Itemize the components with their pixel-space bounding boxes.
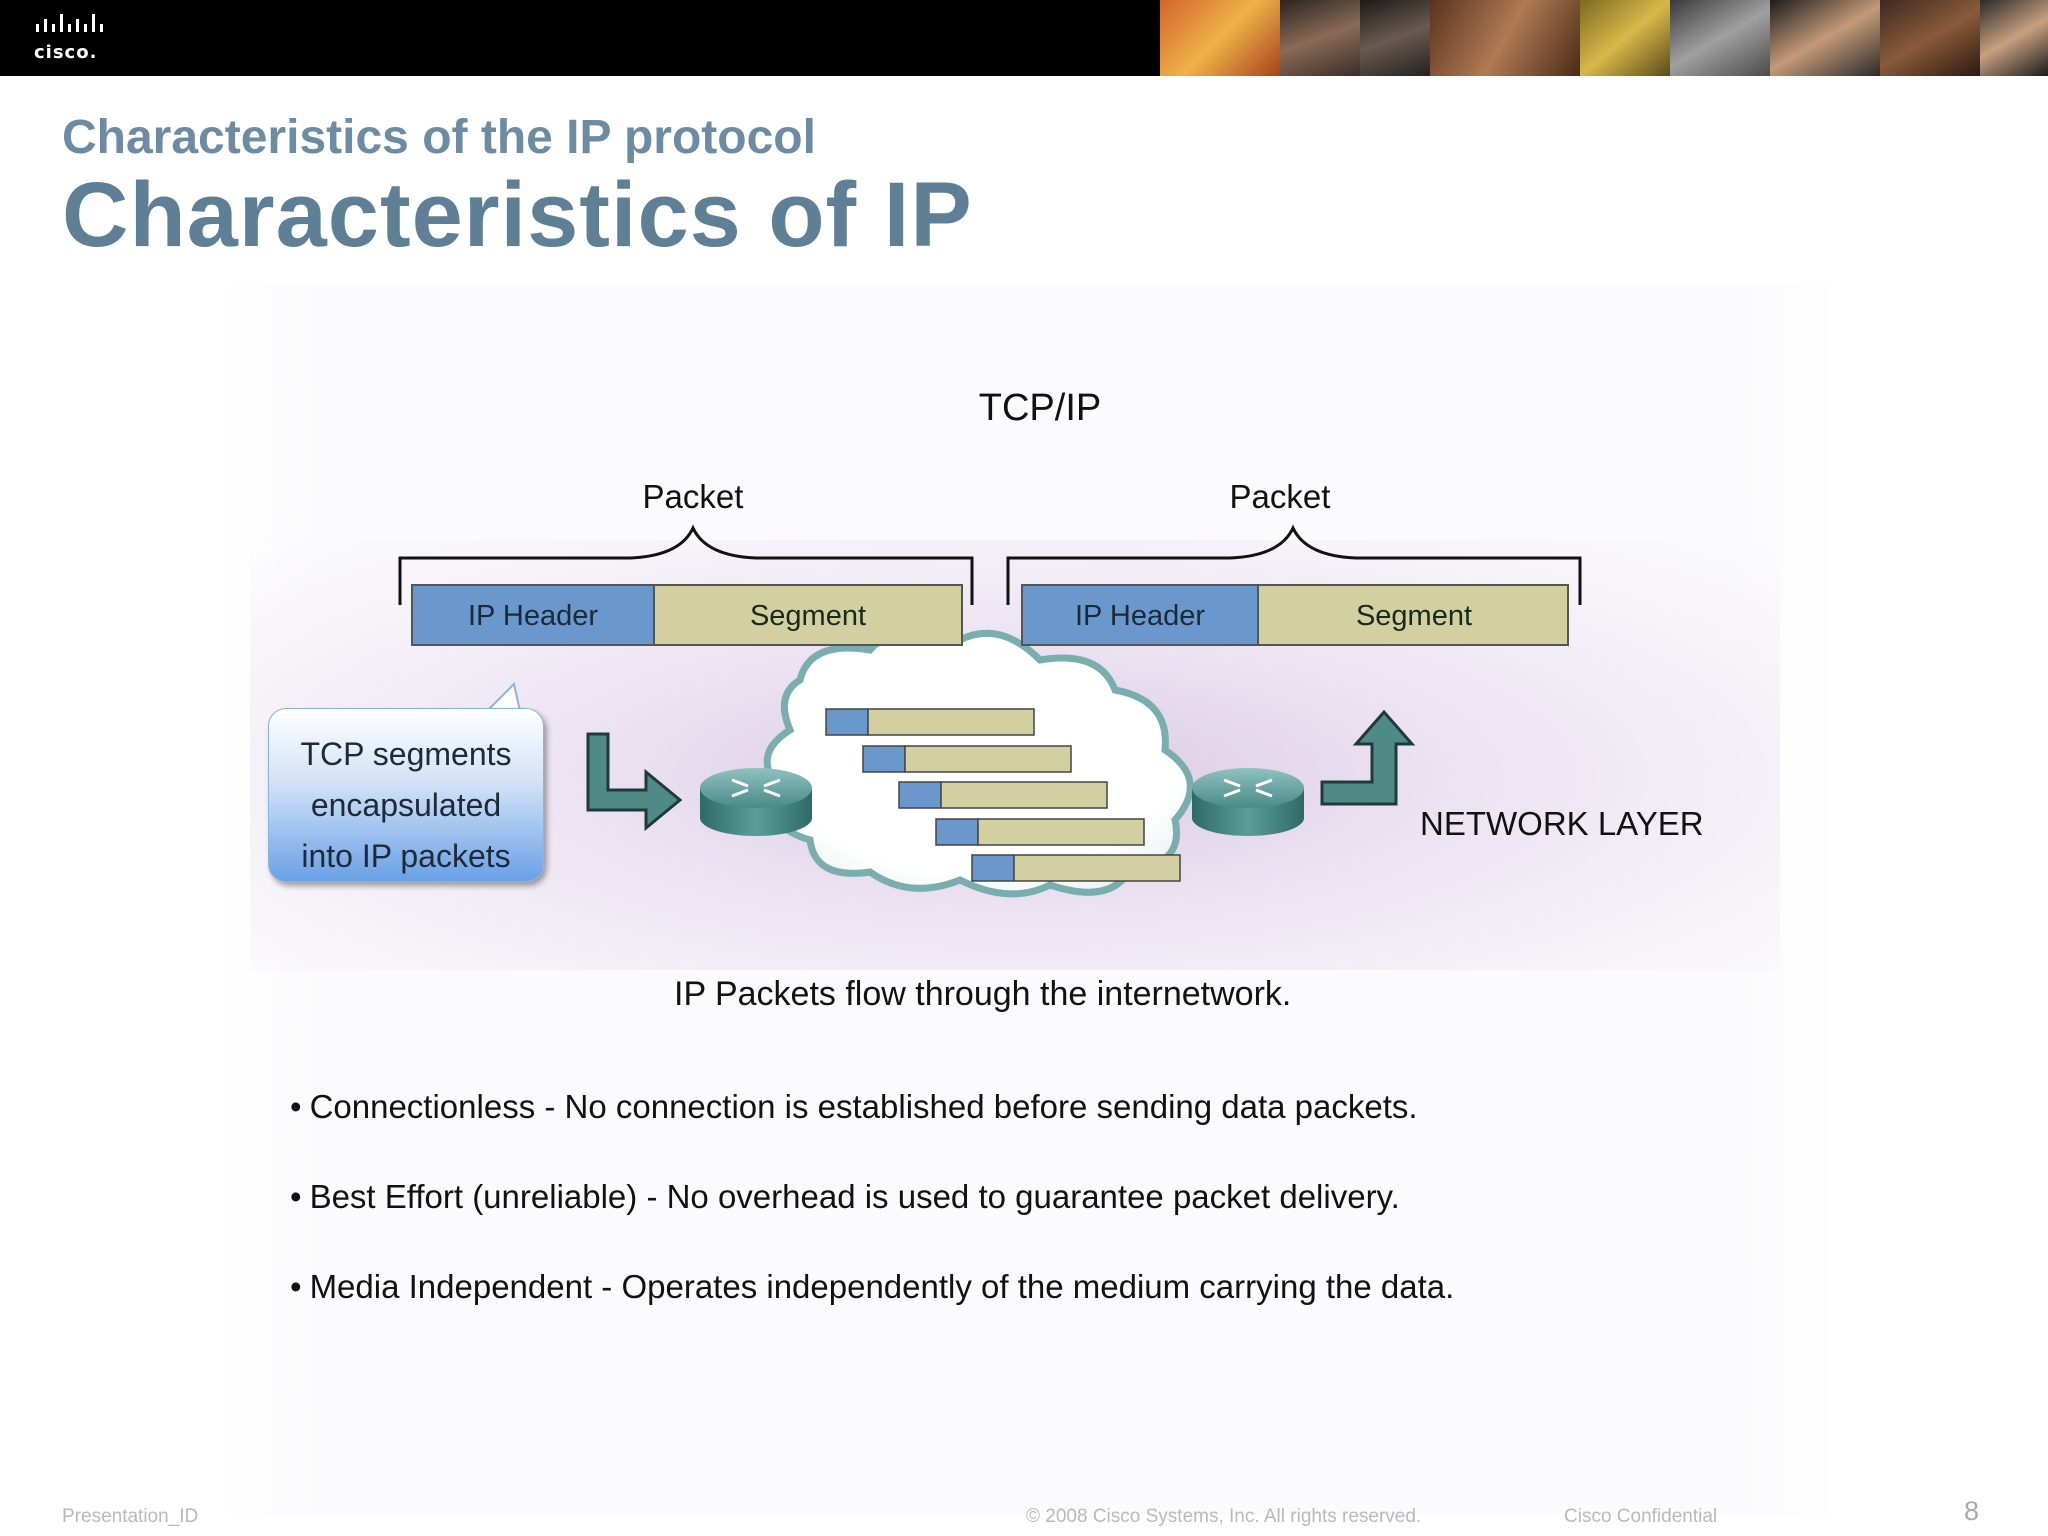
callout-text: TCP segments encapsulated into IP packet… — [269, 729, 543, 882]
packet-brace-left — [398, 524, 974, 605]
stream-packet-1-segment — [867, 708, 1035, 736]
segment-box-left — [653, 584, 963, 646]
photo-6 — [1670, 0, 1770, 76]
callout-line-1: TCP segments — [300, 736, 512, 772]
packet-label-left: Packet — [643, 478, 744, 515]
slide-subtitle: Characteristics of the IP protocol — [62, 111, 816, 164]
diagram-heading: TCP/IP — [979, 387, 1101, 429]
callout-line-2: encapsulated — [310, 787, 502, 823]
photo-4 — [1430, 0, 1580, 76]
logo-wordmark: cisco. — [34, 42, 98, 63]
bullet-text: Connectionless - No connection is establ… — [309, 1088, 1418, 1125]
bullet-text: Media Independent - Operates independent… — [309, 1268, 1455, 1305]
arrow-out-of-network-icon — [1320, 709, 1416, 806]
router-right — [1192, 768, 1304, 836]
photo-9 — [1980, 0, 2048, 76]
cisco-bars-icon — [36, 14, 103, 32]
footer-confidential: Cisco Confidential — [1564, 1506, 1718, 1527]
callout-line-3: into IP packets — [301, 838, 511, 874]
segment-box-right — [1257, 584, 1569, 646]
photo-strip — [1160, 0, 2048, 76]
top-banner: cisco. — [0, 0, 2048, 76]
packet-label-right: Packet — [1230, 478, 1331, 515]
stream-packet-2-header — [862, 745, 906, 773]
packet-stream — [825, 708, 1181, 882]
stream-packet-1-header — [825, 708, 869, 736]
stream-packet-4-header — [935, 818, 979, 846]
bullet-item: •Media Independent - Operates independen… — [290, 1268, 1455, 1305]
diagram-caption: IP Packets flow through the internetwork… — [674, 975, 1292, 1013]
photo-3 — [1360, 0, 1430, 76]
segment-label-left: Segment — [750, 600, 866, 632]
ip-header-box-right — [1021, 584, 1259, 646]
stream-packet-4-segment — [977, 818, 1145, 846]
bullet-item: •Connectionless - No connection is estab… — [290, 1088, 1418, 1125]
bullet-text: Best Effort (unreliable) - No overhead i… — [309, 1178, 1400, 1215]
photo-5 — [1580, 0, 1670, 76]
ip-header-label-left: IP Header — [468, 600, 598, 632]
page-number: 8 — [1964, 1496, 1980, 1526]
router-left — [700, 768, 812, 836]
stream-packet-2-segment — [904, 745, 1072, 773]
photo-2 — [1280, 0, 1360, 76]
arrow-into-network-icon — [586, 732, 683, 832]
callout-bubble: TCP segments encapsulated into IP packet… — [268, 708, 544, 882]
segment-label-right: Segment — [1356, 600, 1472, 632]
ip-header-label-right: IP Header — [1075, 600, 1205, 632]
bullet-list: •Connectionless - No connection is estab… — [290, 1088, 1454, 1358]
stream-packet-5-header — [971, 854, 1015, 882]
photo-8 — [1880, 0, 1980, 76]
footer-presentation-id: Presentation_ID — [62, 1506, 199, 1527]
packet-right — [1021, 584, 1569, 646]
packet-brace-right — [1006, 524, 1582, 605]
network-layer-label: NETWORK LAYER — [1420, 805, 1704, 842]
stream-packet-3-segment — [940, 781, 1108, 809]
bullet-item: •Best Effort (unreliable) - No overhead … — [290, 1178, 1400, 1215]
slide-title: Characteristics of IP — [62, 164, 973, 266]
stream-packet-3-header — [898, 781, 942, 809]
cisco-logo: cisco. — [34, 14, 124, 64]
packet-left — [411, 584, 963, 646]
photo-7 — [1770, 0, 1880, 76]
stream-packet-5-segment — [1013, 854, 1181, 882]
photo-1 — [1160, 0, 1280, 76]
footer-copyright: © 2008 Cisco Systems, Inc. All rights re… — [1026, 1506, 1422, 1527]
